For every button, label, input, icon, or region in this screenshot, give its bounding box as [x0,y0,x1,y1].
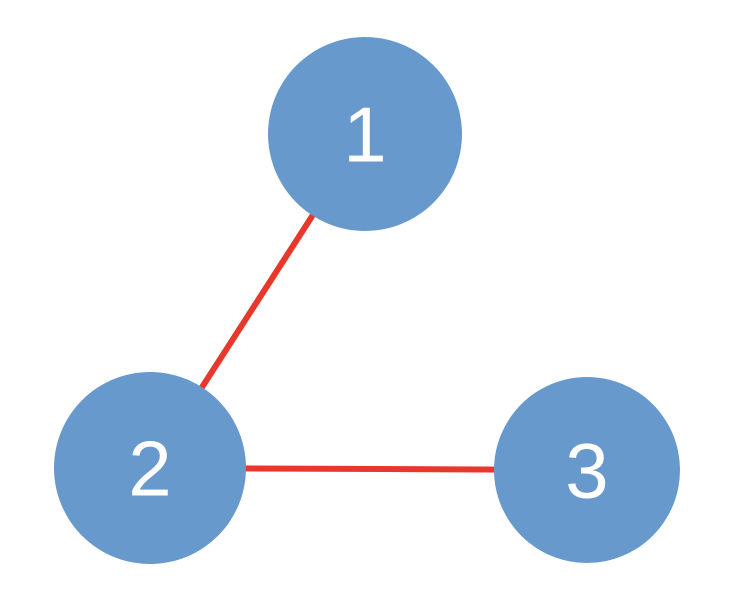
node-circle-2[interactable] [54,372,246,564]
nodes-layer: 12 3 [54,37,680,564]
graph-node-1[interactable]: 1 [268,37,462,231]
graph-node-3[interactable]: 3 [494,377,680,563]
node-circle-1[interactable] [268,37,462,231]
graph-node-2[interactable]: 2 [54,372,246,564]
node-circle-3[interactable] [494,377,680,563]
